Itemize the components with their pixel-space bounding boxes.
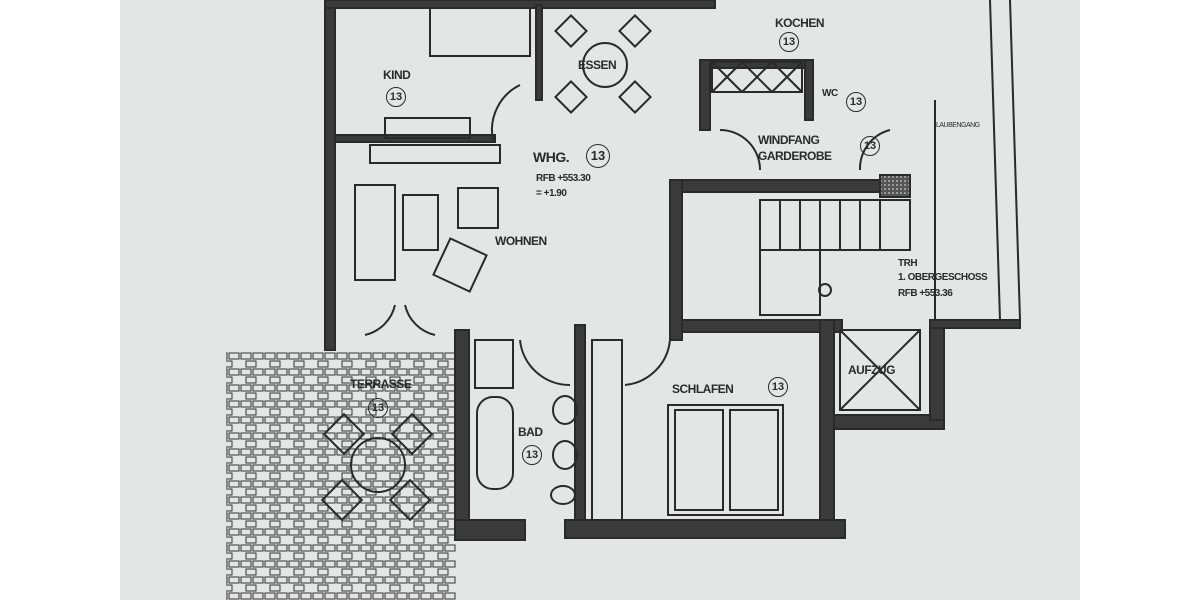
stair-floor: 1. OBERGESCHOSS	[898, 272, 988, 283]
room-number-wc: 13	[846, 92, 866, 112]
room-label-kochen: KOCHEN	[775, 16, 825, 30]
corridor-label: LAUBENGANG	[936, 122, 980, 129]
apartment-rfb: RFB +553.30	[536, 173, 591, 184]
room-label-garderobe: GARDEROBE	[758, 149, 832, 163]
room-label-bad: BAD	[518, 425, 543, 439]
room-number-kind: 13	[386, 87, 406, 107]
room-label-essen: ESSEN	[578, 58, 617, 72]
apartment-number: 13	[586, 144, 610, 168]
margin-left	[0, 0, 120, 600]
room-number-schlafen: 13	[768, 377, 788, 397]
margin-right	[1080, 0, 1200, 600]
terrace	[226, 352, 456, 600]
room-label-terrasse: TERRASSE	[350, 377, 412, 391]
apartment-label: WHG.	[533, 149, 570, 165]
room-label-wc: WC	[822, 88, 838, 99]
room-number-kochen: 13	[779, 32, 799, 52]
stair-label: TRH	[898, 258, 918, 269]
room-number-terrasse: 13	[368, 398, 388, 418]
room-label-aufzug: AUFZUG	[848, 363, 896, 377]
apartment-level: = +1.90	[536, 188, 567, 199]
room-label-windfang: WINDFANG	[758, 133, 820, 147]
stair-rfb: RFB +553.36	[898, 288, 953, 299]
room-label-kind: KIND	[383, 68, 411, 82]
room-number-windfang: 13	[860, 136, 880, 156]
room-label-schlafen: SCHLAFEN	[672, 382, 734, 396]
room-label-wohnen: WOHNEN	[495, 234, 547, 248]
room-number-bad: 13	[522, 445, 542, 465]
